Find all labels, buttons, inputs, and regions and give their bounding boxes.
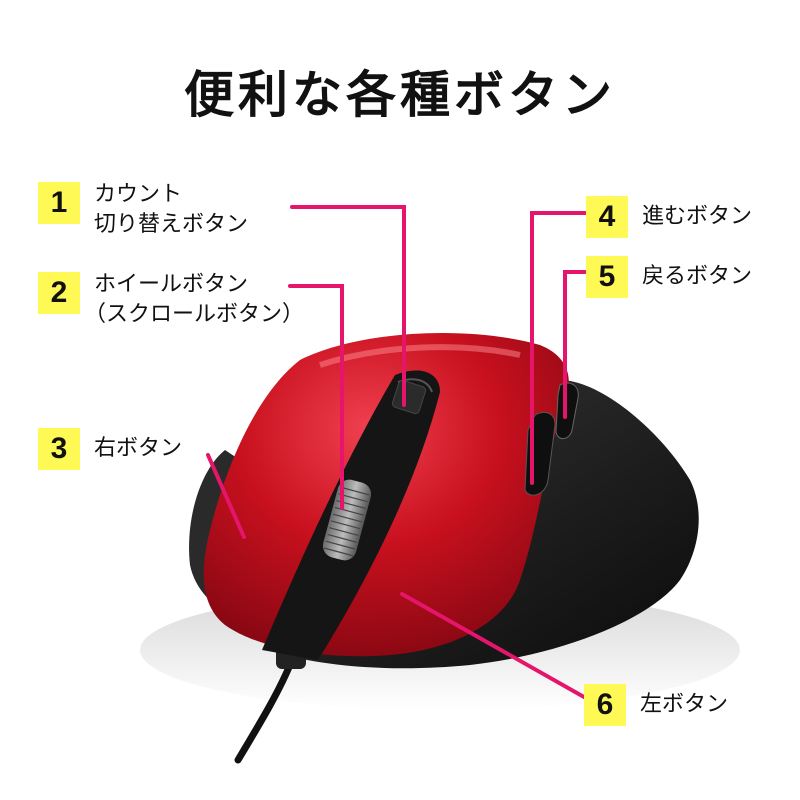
- callout-badge: 1: [38, 182, 80, 224]
- leader-line-6: [400, 592, 586, 699]
- leader-line-1: [290, 205, 406, 407]
- leader-line-5: [563, 270, 587, 419]
- mouse-cable: [234, 656, 296, 764]
- callout-count-switch: 1 カウント 切り替えボタン: [38, 182, 248, 240]
- callout-label: 右ボタン: [94, 436, 183, 461]
- callout-label: 左ボタン: [640, 692, 729, 717]
- count-switch-button[interactable]: [391, 379, 427, 415]
- callout-label: 戻るボタン: [642, 264, 753, 289]
- callout-forward-button: 4 進むボタン: [586, 196, 752, 238]
- leader-line-3: [206, 453, 246, 539]
- leader-line-2: [288, 284, 344, 510]
- callout-badge: 4: [586, 196, 628, 238]
- callout-label: カウント 切り替えボタン: [94, 182, 249, 237]
- scroll-wheel[interactable]: [320, 477, 374, 563]
- callout-badge: 2: [38, 272, 80, 314]
- callout-badge: 3: [38, 428, 80, 470]
- leader-lines: [206, 205, 587, 699]
- page-title: 便利な各種ボタン: [184, 66, 616, 124]
- callout-label: 進むボタン: [642, 204, 753, 229]
- callout-label: ホイールボタン （スクロールボタン）: [84, 272, 305, 327]
- callout-wheel-button: 2 ホイールボタン （スクロールボタン）: [38, 272, 304, 330]
- leader-line-4: [530, 211, 587, 485]
- back-button[interactable]: [555, 382, 579, 439]
- callout-badge: 5: [586, 256, 628, 298]
- callout-left-button: 6 左ボタン: [584, 684, 728, 726]
- callout-back-button: 5 戻るボタン: [586, 256, 752, 298]
- callout-right-button: 3 右ボタン: [38, 428, 182, 470]
- callout-badge: 6: [584, 684, 626, 726]
